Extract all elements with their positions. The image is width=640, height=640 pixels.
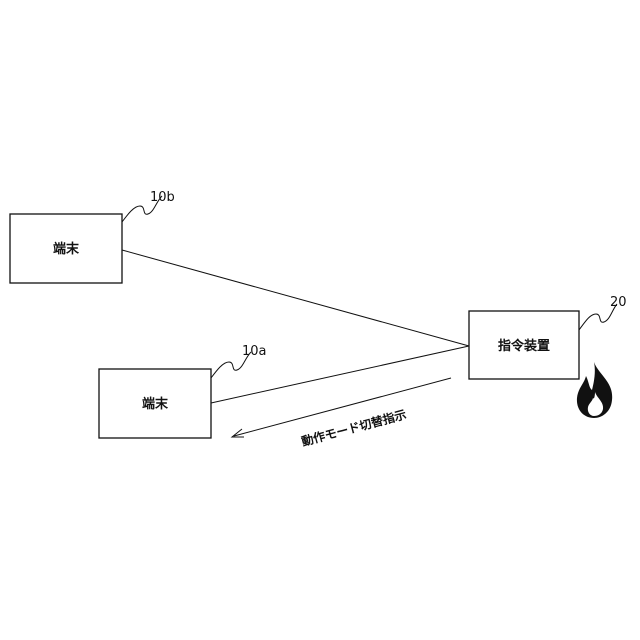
mode-switch-arrow-head xyxy=(232,429,244,437)
command-device-node: 指令装置 20 xyxy=(469,295,627,379)
link-terminal-b-to-command-device xyxy=(122,250,469,346)
mode-switch-label: 動作モード切替指示 xyxy=(300,406,408,448)
command-device-label: 指令装置 xyxy=(498,338,550,354)
terminal-b-node: 端末 10b xyxy=(10,190,175,283)
fire-icon xyxy=(577,362,612,418)
terminal-a-label: 端末 xyxy=(142,396,169,412)
command-device-ref: 20 xyxy=(610,295,627,310)
terminal-a-node: 端末 10a xyxy=(99,344,267,438)
terminal-a-ref: 10a xyxy=(242,344,267,359)
terminal-b-label: 端末 xyxy=(53,241,80,257)
terminal-b-ref: 10b xyxy=(150,190,175,205)
